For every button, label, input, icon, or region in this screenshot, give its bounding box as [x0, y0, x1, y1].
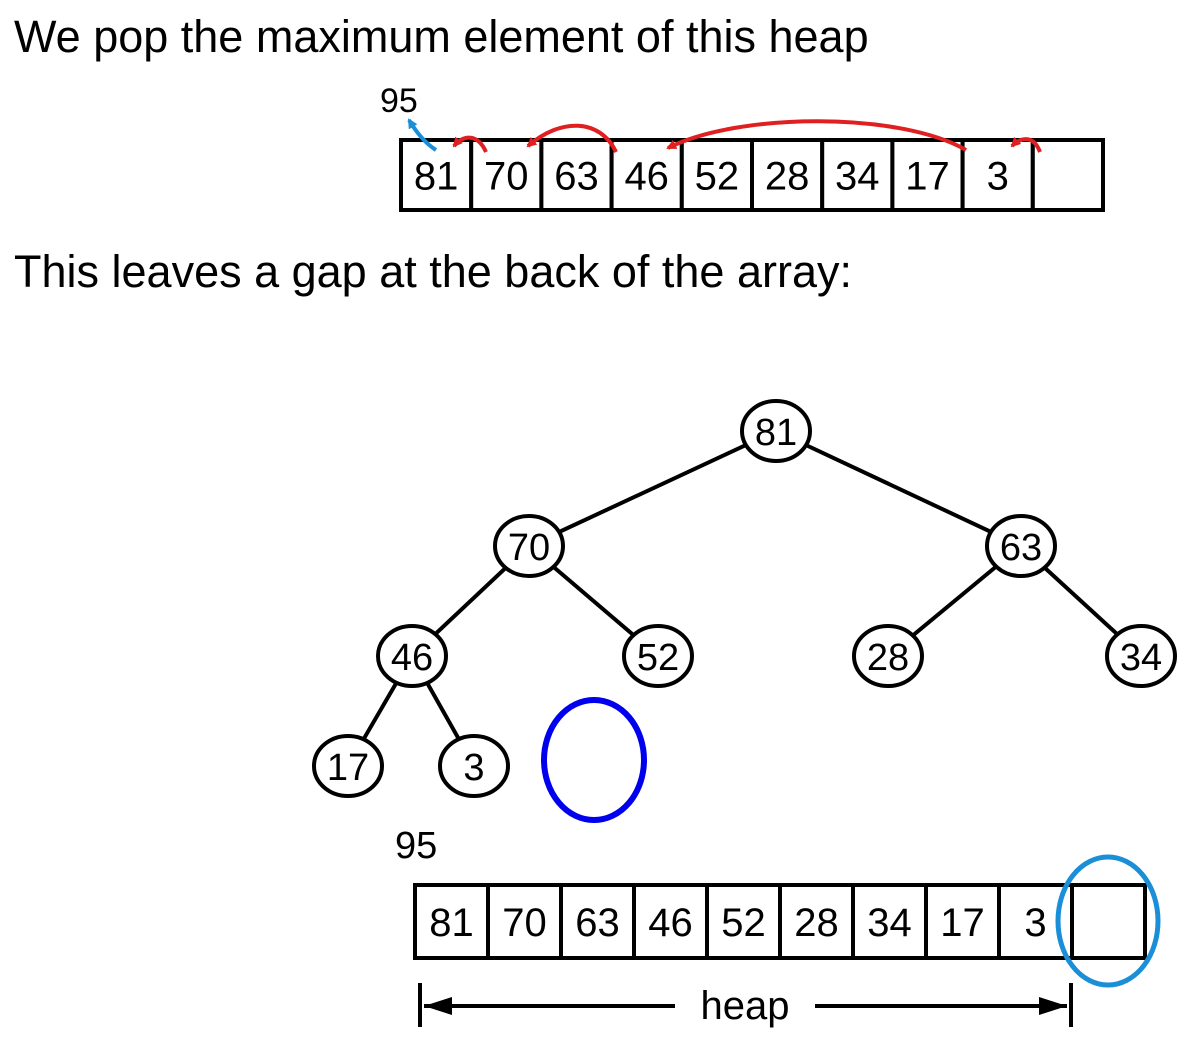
top-array-cell-value: 70 — [484, 154, 529, 198]
bottom-array-cell — [924, 883, 1001, 960]
top-array-cell — [1030, 138, 1106, 212]
bottom-array-cell — [705, 883, 782, 960]
tree-node-label: 81 — [755, 412, 797, 454]
top-array-cell-value: 63 — [554, 154, 599, 198]
back-slot-highlight-circle — [1055, 854, 1161, 988]
tree-node — [376, 624, 448, 688]
top-array-cell-value: 28 — [765, 154, 810, 198]
heading-line-2: This leaves a gap at the back of the arr… — [14, 246, 852, 297]
bottom-array-cell-value: 17 — [940, 901, 985, 945]
bottom-popped-value: 95 — [395, 825, 437, 867]
bottom-array-cell-value: 70 — [502, 901, 547, 945]
heading-line-1: We pop the maximum element of this heap — [14, 11, 869, 62]
top-array-cell-value: 52 — [695, 154, 740, 198]
move-arrow-70 — [452, 135, 488, 153]
gap-node-circle — [541, 697, 647, 823]
move-arrow-46 — [526, 123, 618, 153]
tree-edge — [775, 429, 1022, 548]
top-array-cell-value: 3 — [987, 154, 1009, 198]
bottom-array-cell-value: 34 — [867, 901, 912, 945]
bottom-array-cell-value: 28 — [794, 901, 839, 945]
heap-range-label: heap — [701, 984, 790, 1028]
tree-node — [312, 734, 384, 798]
bottom-array-cell — [1070, 883, 1147, 960]
top-array-cell — [679, 138, 754, 212]
tree-node — [852, 624, 924, 688]
move-arrow-3 — [666, 119, 967, 152]
tree-node-label: 70 — [508, 527, 550, 569]
top-array-cell — [890, 138, 965, 212]
top-popped-value: 95 — [380, 82, 418, 120]
move-arrow-gap — [1010, 136, 1042, 153]
top-array-cell-value: 46 — [624, 154, 669, 198]
top-array-cell-value: 34 — [835, 154, 880, 198]
bottom-array-cell-value: 63 — [575, 901, 620, 945]
top-array-cell — [960, 138, 1035, 212]
bottom-array-cell-value: 3 — [1024, 901, 1046, 945]
bottom-array-cell — [632, 883, 709, 960]
tree-node-label: 17 — [327, 747, 369, 789]
top-array-cell — [750, 138, 825, 212]
tree-node-label: 46 — [391, 637, 433, 679]
tree-node-label: 3 — [463, 747, 484, 789]
tree-node-label: 63 — [1000, 527, 1042, 569]
heap-range-left-arrowhead — [424, 997, 452, 1015]
top-array-cell — [609, 138, 684, 212]
tree-node-label: 28 — [867, 637, 909, 679]
top-array-cell-value: 17 — [905, 154, 950, 198]
tree-nodes: 81 70 63 46 52 28 34 17 3 — [312, 399, 1177, 823]
tree-node — [438, 734, 510, 798]
bottom-array-cell-value: 52 — [721, 901, 766, 945]
tree-node — [493, 514, 565, 578]
tree-node — [1105, 624, 1177, 688]
top-array: 81 70 63 46 52 28 34 17 3 — [399, 138, 1106, 212]
tree-node-label: 34 — [1120, 637, 1162, 679]
tree-node — [740, 399, 812, 463]
tree-node-label: 52 — [637, 637, 679, 679]
tree-edge — [528, 429, 777, 548]
heap-range-right-arrowhead — [1039, 997, 1067, 1015]
bottom-array-cell-value: 81 — [429, 901, 474, 945]
tree-node — [622, 624, 694, 688]
top-array-cell-value: 81 — [414, 154, 459, 198]
bottom-array: 81 70 63 46 52 28 34 17 3 — [413, 883, 1147, 960]
pop-arrow — [407, 118, 438, 152]
tree-node — [985, 514, 1057, 578]
bottom-array-cell — [559, 883, 636, 960]
top-array-cell — [399, 138, 474, 212]
tree-edges — [346, 429, 1143, 768]
bottom-array-cell-value: 46 — [648, 901, 693, 945]
bottom-array-cell — [413, 883, 490, 960]
